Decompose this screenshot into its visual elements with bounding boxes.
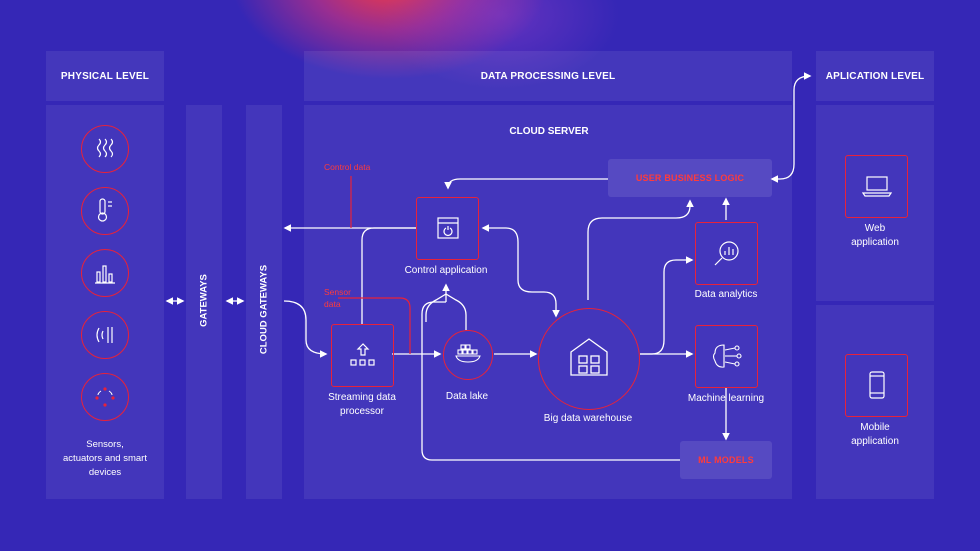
mobile-application-node[interactable]: [845, 354, 908, 417]
streaming-label-line2: processor: [340, 406, 384, 417]
physical-level-title: PHYSICAL LEVEL: [60, 70, 150, 82]
sensors-label-line2: actuators and smart: [63, 453, 147, 464]
heat-sensor-node: [81, 125, 129, 173]
physical-level-header: PHYSICAL LEVEL: [46, 51, 164, 101]
laptop-icon: [862, 176, 892, 197]
sensor-data-label-line2: data: [324, 299, 341, 309]
bar-chart-icon: [95, 265, 115, 284]
web-app-label-line2: application: [851, 237, 899, 248]
ml-models-label: ML MODELS: [698, 455, 754, 465]
application-level-header: APLICATION LEVEL: [816, 51, 934, 101]
warehouse-icon: [570, 338, 608, 376]
heat-waves-icon: [96, 138, 114, 158]
control-application-node[interactable]: [416, 197, 479, 260]
streaming-data-processor-node[interactable]: [331, 324, 394, 387]
thermometer-icon: [97, 198, 112, 222]
smart-device-icon: [95, 387, 115, 407]
wireless-signal-icon: [96, 327, 113, 343]
data-processing-level-header: DATA PROCESSING LEVEL: [304, 51, 792, 101]
control-application-label: Control application: [404, 265, 488, 276]
smart-device-node: [81, 373, 129, 421]
web-application-label: Web application: [820, 222, 930, 250]
sensor-data-label-line1: Sensor: [324, 287, 351, 297]
gateways-panel: [186, 105, 222, 499]
upload-blocks-icon: [350, 343, 375, 366]
web-app-panel: [816, 105, 934, 301]
data-analytics-node[interactable]: [695, 222, 758, 285]
data-lake-label: Data lake: [445, 391, 489, 402]
smartphone-icon: [869, 371, 885, 399]
temperature-sensor-node: [81, 187, 129, 235]
web-application-node[interactable]: [845, 155, 908, 218]
brain-network-icon: [712, 344, 742, 368]
sensors-label-line3: devices: [88, 467, 122, 478]
data-processing-level-title: DATA PROCESSING LEVEL: [480, 70, 616, 82]
sensor-data-label: Sensor data: [324, 286, 351, 310]
control-panel-icon: [437, 217, 459, 239]
signal-sensor-node: [81, 311, 129, 359]
ml-models-box[interactable]: ML MODELS: [680, 441, 772, 479]
sensors-label-line1: Sensors,: [86, 439, 124, 450]
data-lake-node[interactable]: [443, 330, 493, 380]
machine-learning-node[interactable]: [695, 325, 758, 388]
streaming-label-line1: Streaming data: [328, 392, 396, 403]
big-data-warehouse-label: Big data warehouse: [543, 413, 633, 424]
magnifier-chart-icon: [714, 241, 739, 266]
sensors-label: Sensors, actuators and smart devices: [50, 438, 160, 480]
mobile-app-label-line1: Mobile: [860, 422, 890, 433]
application-level-title: APLICATION LEVEL: [825, 70, 925, 82]
control-data-label: Control data: [324, 162, 371, 172]
mobile-app-panel: [816, 305, 934, 499]
container-ship-icon: [455, 344, 481, 363]
cloud-server-title: CLOUD SERVER: [509, 126, 589, 137]
mobile-app-label-line2: application: [851, 436, 899, 447]
web-app-label-line1: Web: [864, 223, 886, 234]
machine-learning-label: Machine learning: [687, 393, 765, 404]
big-data-warehouse-node[interactable]: [538, 308, 640, 410]
mobile-application-label: Mobile application: [820, 421, 930, 449]
user-business-logic-box[interactable]: USER BUSINESS LOGIC: [608, 159, 772, 197]
user-business-logic-label: USER BUSINESS LOGIC: [635, 173, 745, 183]
data-analytics-label: Data analytics: [694, 289, 758, 300]
cloud-gateways-panel: [246, 105, 282, 499]
metrics-sensor-node: [81, 249, 129, 297]
streaming-data-processor-label: Streaming data processor: [306, 391, 418, 419]
